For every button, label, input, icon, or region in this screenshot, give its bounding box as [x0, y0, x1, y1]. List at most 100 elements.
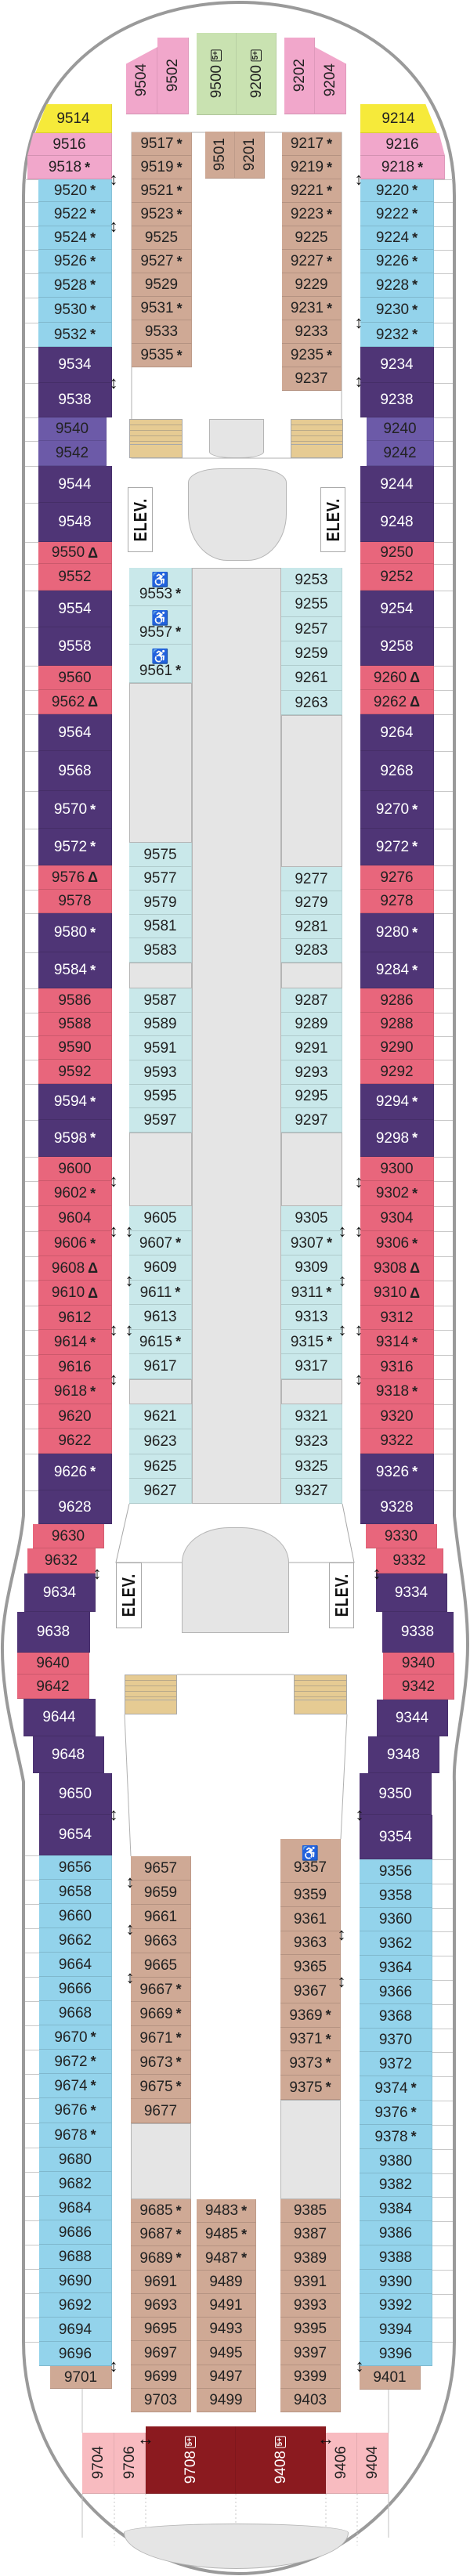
cabin-9678[interactable]: 9678*	[39, 2123, 112, 2148]
cabin-9325[interactable]: 9325	[281, 1454, 342, 1479]
cabin-9609[interactable]: 9609	[129, 1255, 192, 1281]
cabin-9220[interactable]: 9220*	[360, 179, 434, 202]
cabin-9522[interactable]: 9522*	[38, 202, 112, 226]
cabin-9388[interactable]: 9388	[360, 2245, 432, 2270]
cabin-9201[interactable]: 9201	[235, 132, 265, 179]
cabin-9259[interactable]: 9259	[281, 641, 342, 666]
cabin-9371[interactable]: 9371*	[280, 2028, 341, 2051]
cabin-9590[interactable]: 9590	[38, 1036, 112, 1060]
cabin-9233[interactable]: 9233	[282, 320, 342, 344]
cabin-9375[interactable]: 9375*	[280, 2076, 341, 2100]
cabin-9598[interactable]: 9598*	[38, 1120, 112, 1157]
cabin-9703[interactable]: 9703	[131, 2389, 191, 2412]
cabin-9255[interactable]: 9255	[281, 592, 342, 617]
cabin-9297[interactable]: 9297	[281, 1108, 342, 1133]
cabin-9277[interactable]: 9277	[281, 867, 342, 891]
cabin-9587[interactable]: 9587	[129, 988, 192, 1013]
cabin-9360[interactable]: 9360	[360, 1908, 432, 1931]
cabin-9538[interactable]: 9538	[38, 383, 112, 417]
cabin-9280[interactable]: 9280*	[360, 913, 434, 952]
cabin-9395[interactable]: 9395	[280, 2318, 341, 2341]
cabin-9392[interactable]: 9392	[360, 2294, 432, 2318]
cabin-9217[interactable]: 9217*	[282, 132, 342, 156]
cabin-9548[interactable]: 9548	[38, 503, 112, 542]
cabin-9295[interactable]: 9295	[281, 1085, 342, 1108]
cabin-9389[interactable]: 9389	[280, 2246, 341, 2271]
cabin-9276[interactable]: 9276	[360, 865, 434, 890]
cabin-9404[interactable]: 9404	[357, 2433, 389, 2494]
cabin-9659[interactable]: 9659	[131, 1881, 191, 1905]
cabin-9656[interactable]: 9656	[39, 1855, 112, 1880]
cabin-9283[interactable]: 9283	[281, 939, 342, 963]
cabin-9682[interactable]: 9682	[39, 2172, 112, 2196]
cabin-9258[interactable]: 9258	[360, 627, 434, 666]
cabin-9292[interactable]: 9292	[360, 1060, 434, 1084]
cabin-9372[interactable]: 9372	[360, 2052, 432, 2076]
cabin-9665[interactable]: 9665	[131, 1953, 191, 1978]
cabin-9306[interactable]: 9306*	[360, 1231, 434, 1256]
cabin-9693[interactable]: 9693	[131, 2294, 191, 2318]
cabin-9672[interactable]: 9672*	[39, 2050, 112, 2074]
cabin-9227[interactable]: 9227*	[282, 250, 342, 273]
cabin-9491[interactable]: 9491	[197, 2294, 256, 2318]
cabin-9677[interactable]: 9677	[131, 2099, 191, 2123]
cabin-9701[interactable]: 9701	[50, 2366, 112, 2389]
cabin-9517[interactable]: 9517*	[132, 132, 192, 156]
cabin-9544[interactable]: 9544	[38, 466, 112, 503]
cabin-9673[interactable]: 9673*	[131, 2050, 191, 2075]
cabin-9674[interactable]: 9674*	[39, 2074, 112, 2098]
cabin-9270[interactable]: 9270*	[360, 791, 434, 829]
cabin-9532[interactable]: 9532*	[38, 323, 112, 347]
cabin-9632[interactable]: 9632	[27, 1548, 96, 1573]
cabin-9314[interactable]: 9314*	[360, 1330, 434, 1355]
cabin-9666[interactable]: 9666	[39, 1977, 112, 2001]
cabin-9523[interactable]: 9523*	[132, 203, 192, 226]
cabin-9364[interactable]: 9364	[360, 1956, 432, 1980]
cabin-9231[interactable]: 9231*	[282, 297, 342, 320]
cabin-9499[interactable]: 9499	[197, 2389, 256, 2412]
cabin-9399[interactable]: 9399	[280, 2365, 341, 2389]
cabin-9253[interactable]: 9253	[281, 568, 342, 592]
cabin-9519[interactable]: 9519*	[132, 156, 192, 179]
cabin-9626[interactable]: 9626*	[38, 1454, 112, 1490]
cabin-9221[interactable]: 9221*	[282, 179, 342, 203]
cabin-9615[interactable]: 9615*	[129, 1330, 192, 1354]
cabin-9530[interactable]: 9530*	[38, 298, 112, 323]
cabin-9497[interactable]: 9497	[197, 2365, 256, 2389]
cabin-9489[interactable]: 9489	[197, 2271, 256, 2294]
cabin-9218[interactable]: 9218*	[360, 156, 445, 179]
cabin-9322[interactable]: 9322	[360, 1429, 434, 1454]
cabin-9554[interactable]: 9554	[38, 591, 112, 627]
cabin-9594[interactable]: 9594*	[38, 1084, 112, 1120]
cabin-9294[interactable]: 9294*	[360, 1084, 434, 1120]
cabin-9695[interactable]: 9695	[131, 2318, 191, 2341]
cabin-9362[interactable]: 9362	[360, 1931, 432, 1956]
cabin-9531[interactable]: 9531*	[132, 297, 192, 320]
cabin-9242[interactable]: 9242	[367, 441, 434, 466]
cabin-9380[interactable]: 9380	[360, 2149, 432, 2173]
cabin-9657[interactable]: 9657	[131, 1856, 191, 1881]
cabin-9604[interactable]: 9604	[38, 1206, 112, 1231]
cabin-9667[interactable]: 9667*	[131, 1978, 191, 2002]
cabin-9564[interactable]: 9564	[38, 714, 112, 751]
cabin-9502[interactable]: 9502	[157, 38, 189, 114]
cabin-9293[interactable]: 9293	[281, 1060, 342, 1085]
cabin-9658[interactable]: 9658	[39, 1880, 112, 1904]
cabin-9696[interactable]: 9696	[39, 2342, 112, 2366]
cabin-9229[interactable]: 9229	[282, 273, 342, 297]
cabin-9348[interactable]: 9348	[368, 1736, 439, 1773]
cabin-9557[interactable]: ♿9557*	[129, 606, 192, 645]
cabin-9706[interactable]: 9706	[114, 2433, 146, 2494]
cabin-9358[interactable]: 9358	[360, 1884, 432, 1908]
cabin-9312[interactable]: 9312	[360, 1306, 434, 1330]
cabin-9611[interactable]: 9611*	[129, 1281, 192, 1305]
cabin-9338[interactable]: 9338	[382, 1612, 454, 1653]
cabin-9597[interactable]: 9597	[129, 1108, 192, 1133]
cabin-9694[interactable]: 9694	[39, 2318, 112, 2342]
cabin-9671[interactable]: 9671*	[131, 2026, 191, 2050]
cabin-9219[interactable]: 9219*	[282, 156, 342, 179]
